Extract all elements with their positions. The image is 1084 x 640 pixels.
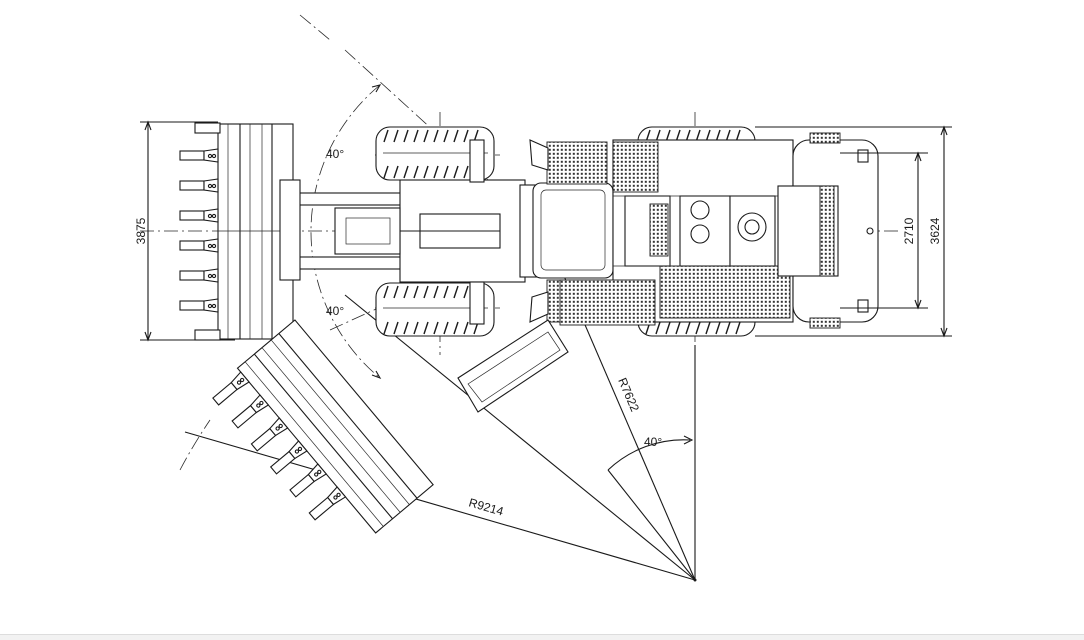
turning-radius-lines — [179, 231, 696, 581]
bucket-straight — [179, 122, 301, 341]
bottom-band — [0, 634, 1084, 640]
dimension-bucket-width — [140, 120, 235, 342]
steering-angle-arc — [310, 84, 382, 380]
bucket-turned — [211, 319, 434, 534]
dimension-overall-width — [755, 125, 952, 338]
dimension-overall-width-label: 3624 — [928, 217, 942, 244]
radius-inner-label: R7622 — [615, 376, 642, 414]
angle-center-label: 40° — [644, 435, 662, 449]
dimension-bucket-width-label: 3875 — [134, 217, 148, 244]
front-tire-bottom — [375, 282, 495, 337]
angle-lower-label: 40° — [326, 304, 344, 318]
angle-upper-label: 40° — [326, 147, 344, 161]
counterweight — [777, 132, 879, 329]
dimension-track-width-label: 2710 — [902, 217, 916, 244]
front-frame-turned — [457, 319, 569, 413]
dimension-track-width — [840, 151, 928, 310]
front-frame — [291, 139, 545, 325]
turning-center-point — [693, 578, 697, 582]
engine-hood — [559, 139, 794, 326]
